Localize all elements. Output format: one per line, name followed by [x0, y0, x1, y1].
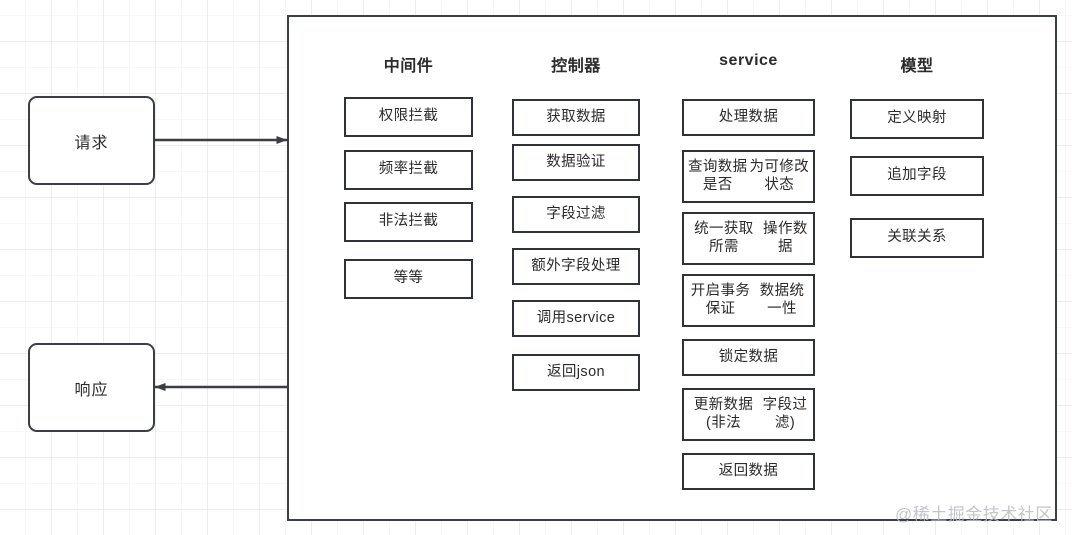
step-box-line: 额外字段处理: [531, 257, 621, 274]
step-box-service-5[interactable]: 更新数据(非法字段过滤): [682, 388, 815, 441]
column-header-service: service: [719, 52, 778, 69]
terminal-response-label: 响应: [74, 381, 109, 399]
step-box-line: 定义映射: [887, 110, 947, 127]
step-box-model-2[interactable]: 关联关系: [850, 218, 984, 258]
step-box-controller-2[interactable]: 字段过滤: [512, 196, 640, 233]
step-box-line: 更新数据(非法: [693, 397, 754, 431]
step-box-line: 统一获取所需: [694, 221, 754, 255]
step-box-middleware-1[interactable]: 频率拦截: [344, 150, 473, 190]
terminal-request[interactable]: 请求: [28, 96, 155, 185]
step-box-line: 锁定数据: [718, 348, 779, 365]
column-header-model: 模型: [900, 58, 934, 75]
step-box-line: 返回数据: [718, 462, 779, 479]
step-box-line: 数据统一性: [759, 283, 805, 317]
step-box-line: 等等: [393, 270, 424, 287]
step-box-middleware-3[interactable]: 等等: [344, 259, 473, 299]
step-box-line: 权限拦截: [378, 108, 439, 125]
step-box-service-3[interactable]: 开启事务保证数据统一性: [682, 274, 815, 327]
step-box-line: 处理数据: [718, 108, 779, 125]
step-box-controller-4[interactable]: 调用service: [512, 300, 640, 337]
step-box-line: 为可修改状态: [749, 159, 810, 193]
step-box-line: 调用service: [536, 309, 616, 326]
step-box-line: 查询数据是否: [687, 159, 748, 193]
step-box-line: 获取数据: [546, 108, 606, 125]
step-box-line: 追加字段: [887, 167, 947, 184]
step-box-controller-0[interactable]: 获取数据: [512, 99, 640, 136]
step-box-model-0[interactable]: 定义映射: [850, 99, 984, 139]
step-box-line: 数据验证: [546, 153, 606, 170]
step-box-service-4[interactable]: 锁定数据: [682, 339, 815, 376]
step-box-controller-5[interactable]: 返回json: [512, 354, 640, 391]
step-box-controller-3[interactable]: 额外字段处理: [512, 248, 640, 285]
step-box-line: 开启事务保证: [690, 283, 751, 317]
step-box-line: 频率拦截: [378, 161, 439, 178]
step-box-middleware-2[interactable]: 非法拦截: [344, 202, 473, 242]
watermark: @稀土掘金技术社区: [895, 505, 1053, 524]
step-box-service-1[interactable]: 查询数据是否为可修改状态: [682, 150, 815, 203]
step-box-service-2[interactable]: 统一获取所需操作数据: [682, 212, 815, 265]
step-box-line: 字段过滤: [546, 205, 606, 222]
terminal-response[interactable]: 响应: [28, 343, 155, 432]
step-box-controller-1[interactable]: 数据验证: [512, 144, 640, 181]
step-box-line: 非法拦截: [378, 213, 439, 230]
terminal-request-label: 请求: [74, 134, 109, 152]
step-box-model-1[interactable]: 追加字段: [850, 156, 984, 196]
step-box-line: 操作数据: [763, 221, 808, 255]
step-box-service-0[interactable]: 处理数据: [682, 99, 815, 136]
step-box-middleware-0[interactable]: 权限拦截: [344, 97, 473, 137]
column-header-middleware: 中间件: [383, 58, 434, 75]
step-box-line: 关联关系: [887, 229, 947, 246]
column-header-controller: 控制器: [551, 58, 601, 75]
step-box-line: 返回json: [547, 363, 605, 380]
step-box-line: 字段过滤): [762, 397, 808, 431]
step-box-service-6[interactable]: 返回数据: [682, 453, 815, 490]
